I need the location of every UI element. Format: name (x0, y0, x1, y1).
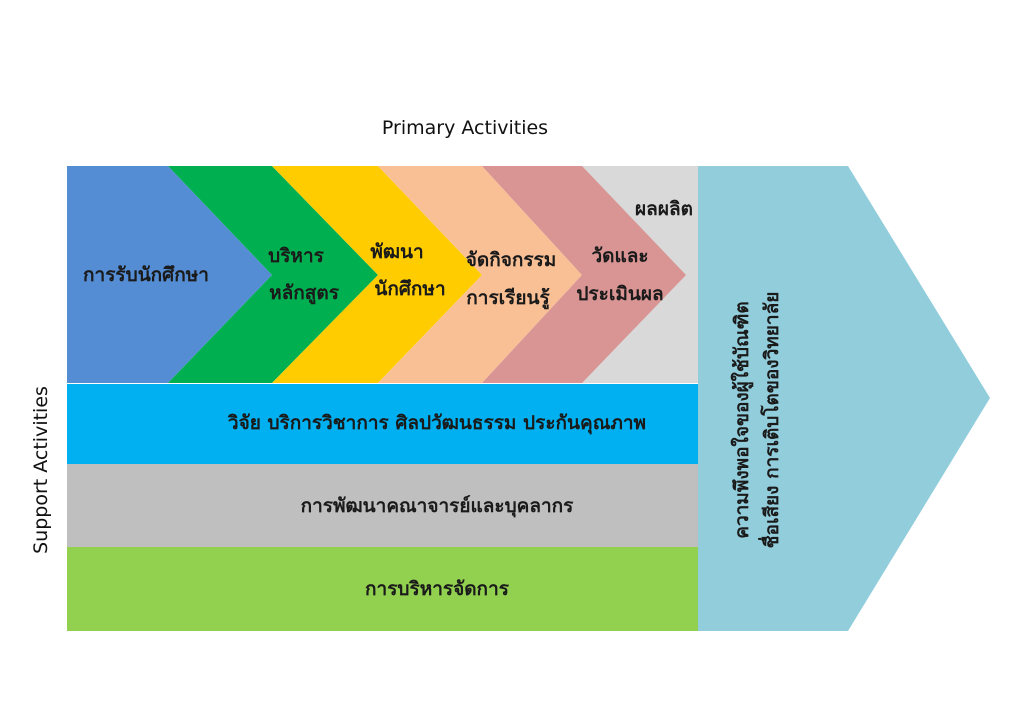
primary-activity-label: การเรียนรู้ (466, 287, 550, 310)
output-label: ผลผลิต (635, 198, 693, 220)
primary-activity-label: บริหาร (268, 245, 324, 267)
margin-label-satisfaction: ความพึงพอใจของผู้ใช้บัณฑิต (730, 301, 754, 539)
support-bar-administration (67, 547, 698, 631)
primary-activity-label: วัดและ (591, 245, 648, 267)
margin-arrow (698, 166, 990, 631)
support-activities-side-label: Support Activities (30, 386, 52, 554)
chevron-student-development (272, 166, 482, 383)
support-label-staff-development: การพัฒนาคณาจารย์และบุคลากร (301, 495, 575, 518)
margin-label-reputation: ชื่อเสียง การเติบโตของวิทยาลัย (758, 292, 783, 549)
support-label-research: วิจัย บริการวิชาการ ศิลปวัฒนธรรม ประกันค… (228, 412, 647, 435)
primary-activity-label: จัดกิจกรรม (466, 249, 557, 271)
primary-activity-label: ประเมินผล (576, 283, 663, 305)
chevron-learning-activities (378, 166, 582, 383)
support-bar-staff-development (67, 464, 698, 547)
support-label-administration: การบริหารจัดการ (365, 578, 510, 600)
primary-activity-label: การรับนักศึกษา (83, 264, 209, 286)
support-bar-research (67, 384, 698, 464)
primary-activity-label: พัฒนา (370, 241, 423, 263)
chevron-student-admission (67, 166, 272, 383)
chevron-assessment (482, 166, 686, 383)
chevron-curriculum-management (168, 166, 378, 383)
primary-activity-label: นักศึกษา (374, 278, 445, 300)
primary-activities-title: Primary Activities (382, 117, 548, 139)
primary-activity-label: หลักสูตร (269, 282, 340, 305)
